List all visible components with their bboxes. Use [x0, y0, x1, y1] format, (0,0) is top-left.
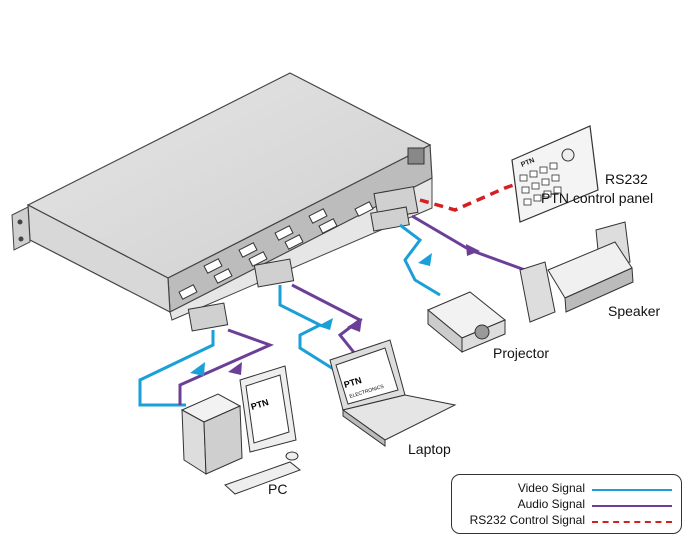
- projector: [427, 291, 506, 354]
- legend-rs232: RS232 Control Signal: [452, 513, 681, 529]
- pc: PTN: [180, 365, 302, 495]
- matrix-switcher: [11, 72, 433, 321]
- label-ptn-control-panel: PTN control panel: [541, 190, 654, 206]
- power-socket-icon: [407, 147, 425, 165]
- projector-lens-icon: [474, 324, 490, 340]
- legend: Video Signal Audio Signal RS232 Control …: [451, 474, 682, 534]
- speaker-system: [519, 221, 634, 323]
- ptn-control-panel: PTN: [511, 125, 599, 223]
- legend-video: Video Signal: [452, 481, 681, 497]
- label-speaker: Speaker: [608, 303, 661, 319]
- legend-audio: Audio Signal: [452, 497, 681, 513]
- label-rs232: RS232: [605, 171, 648, 187]
- mouse-icon: [285, 451, 299, 461]
- legend-audio-text: Audio Signal: [517, 497, 585, 511]
- cable-connectors: [187, 186, 419, 332]
- laptop: PTN ELECTRONICS: [329, 339, 457, 447]
- label-laptop: Laptop: [408, 441, 451, 457]
- legend-rs232-text: RS232 Control Signal: [469, 513, 585, 527]
- label-pc: PC: [268, 481, 288, 497]
- keyboard-icon: [224, 461, 302, 495]
- legend-video-swatch: [592, 489, 672, 491]
- video-cables: [138, 223, 441, 407]
- signal-arrows: [190, 244, 480, 376]
- knob-icon: [561, 148, 575, 162]
- panel-logo: PTN: [520, 157, 536, 169]
- rs232-cable: [419, 178, 529, 212]
- label-projector: Projector: [493, 345, 550, 361]
- legend-rs232-swatch: [592, 521, 672, 523]
- legend-audio-swatch: [592, 505, 672, 507]
- legend-video-text: Video Signal: [517, 481, 585, 495]
